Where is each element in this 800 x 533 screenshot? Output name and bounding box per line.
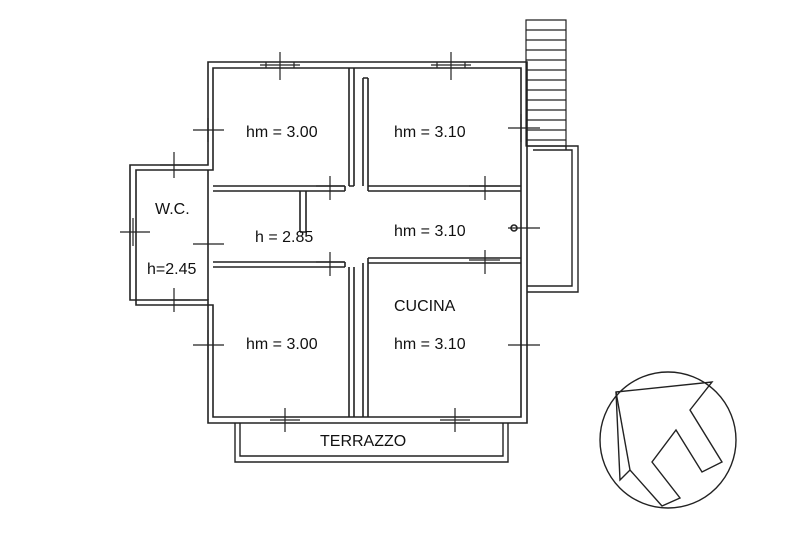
corridor-label-right: hm = 3.10: [394, 223, 466, 240]
corridor-label-left: h = 2.85: [255, 229, 314, 246]
kitchen-name: CUCINA: [394, 298, 456, 315]
kitchen-height-label: hm = 3.10: [394, 336, 466, 353]
north-arrow-icon: [599, 371, 737, 509]
interior-walls: [207, 68, 521, 417]
wc-height-label: h=2.45: [147, 261, 197, 278]
room-label-top-right: hm = 3.10: [394, 124, 466, 141]
side-balcony: [527, 145, 579, 293]
room-label-top-left: hm = 3.00: [246, 124, 318, 141]
wc-name: W.C.: [155, 201, 190, 218]
terrace-outline: [234, 423, 509, 463]
window-markers: [120, 52, 540, 432]
terrace-label: TERRAZZO: [320, 433, 407, 450]
room-label-bottom-left: hm = 3.00: [246, 336, 318, 353]
small-marker: [510, 224, 518, 232]
stairs: [525, 19, 567, 147]
outer-walls: [129, 61, 528, 424]
